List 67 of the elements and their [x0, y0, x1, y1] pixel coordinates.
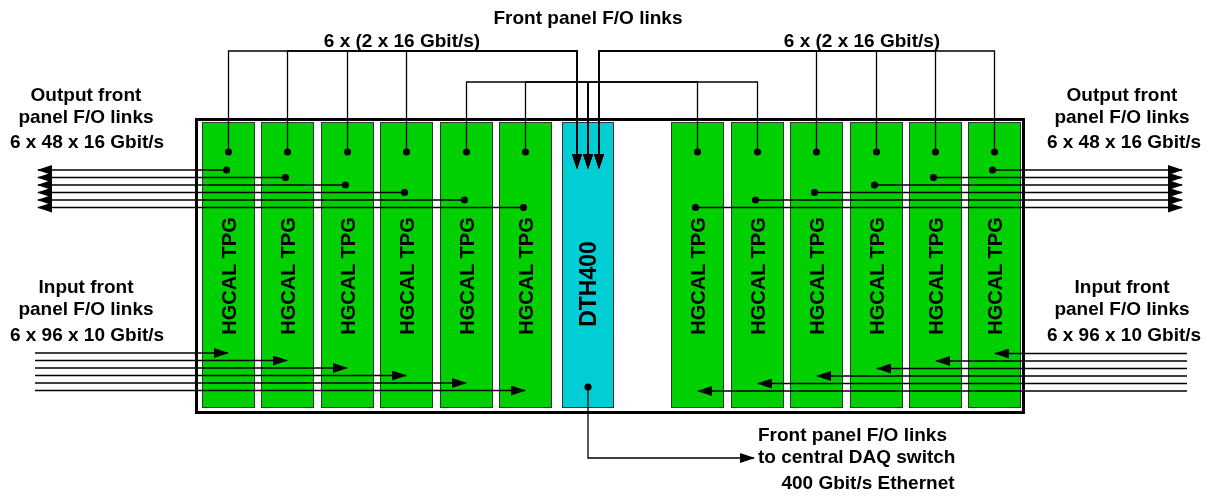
- arrow: [691, 202, 1183, 213]
- link-description: 6 x 96 x 10 Gbit/s: [8, 324, 166, 346]
- card-slot: [321, 122, 374, 408]
- arrow: [988, 165, 1183, 175]
- card-label: HGCAL TPG: [805, 217, 828, 335]
- card-label: HGCAL TPG: [983, 217, 1006, 335]
- arrow: [810, 187, 1183, 198]
- card-label: HGCAL TPG: [395, 217, 418, 335]
- arrow: [37, 165, 231, 175]
- card-label: HGCAL TPG: [514, 217, 537, 335]
- arrow: [34, 348, 229, 358]
- arrow: [816, 371, 1188, 381]
- arrow: [994, 348, 1188, 359]
- link-description: 6 x (2 x 16 Gbit/s): [322, 30, 482, 52]
- arrow: [697, 386, 1188, 396]
- card-slot: [968, 122, 1021, 408]
- card-slot: [202, 122, 255, 408]
- link-description: Front panel F/O links to central DAQ switch: [758, 424, 957, 468]
- arrow: [935, 356, 1188, 366]
- card-label: HGCAL TPG: [924, 217, 947, 335]
- link-description: Output front panel F/O links: [1053, 84, 1191, 128]
- arrow: [402, 50, 582, 169]
- card-label: HGCAL TPG: [746, 217, 769, 335]
- link-description: Input front panel F/O links: [1053, 276, 1191, 320]
- link-description: Output front panel F/O links: [17, 84, 155, 128]
- arrow: [37, 180, 350, 190]
- arrow: [751, 195, 1183, 205]
- link-description: 6 x 96 x 10 Gbit/s: [1045, 324, 1203, 346]
- card-label: HGCAL TPG: [686, 217, 709, 335]
- card-label: HGCAL TPG: [455, 217, 478, 335]
- card-label: HGCAL TPG: [336, 217, 359, 335]
- card-label: HGCAL TPG: [217, 217, 240, 335]
- card-slot: [562, 122, 614, 408]
- link-description: Input front panel F/O links: [17, 276, 155, 320]
- arrow: [870, 180, 1183, 190]
- arrow: [757, 378, 1188, 389]
- arrow: [37, 187, 409, 198]
- card-slot: [850, 122, 903, 408]
- card-slot: [261, 122, 314, 408]
- arrow: [34, 363, 348, 373]
- card-slot: [790, 122, 843, 408]
- link-description: Front panel F/O links: [492, 7, 684, 29]
- card-slot: [380, 122, 433, 408]
- link-description: 400 Gbit/s Ethernet: [780, 472, 956, 494]
- arrow: [34, 370, 407, 381]
- card-label: HGCAL TPG: [276, 217, 299, 335]
- card-slot: [499, 122, 552, 408]
- card-label: HGCAL TPG: [865, 217, 888, 335]
- arrow: [584, 383, 755, 463]
- arrow: [929, 172, 1183, 183]
- arrow: [37, 172, 290, 183]
- card-slot: [909, 122, 962, 408]
- card-slot: [731, 122, 784, 408]
- crate-frame: [195, 118, 1025, 414]
- arrow: [876, 363, 1188, 374]
- arrow: [34, 385, 526, 396]
- arrow: [34, 378, 467, 388]
- module-label: DTH400: [574, 241, 602, 327]
- arrow: [34, 355, 288, 366]
- link-description: 6 x 48 x 16 Gbit/s: [8, 131, 166, 153]
- arrow: [583, 81, 762, 169]
- card-slot: [440, 122, 493, 408]
- link-description: 6 x 48 x 16 Gbit/s: [1045, 131, 1203, 153]
- card-slot: [671, 122, 724, 408]
- arrow: [37, 202, 528, 213]
- link-description: 6 x (2 x 16 Gbit/s): [782, 30, 942, 52]
- arrow: [37, 195, 469, 205]
